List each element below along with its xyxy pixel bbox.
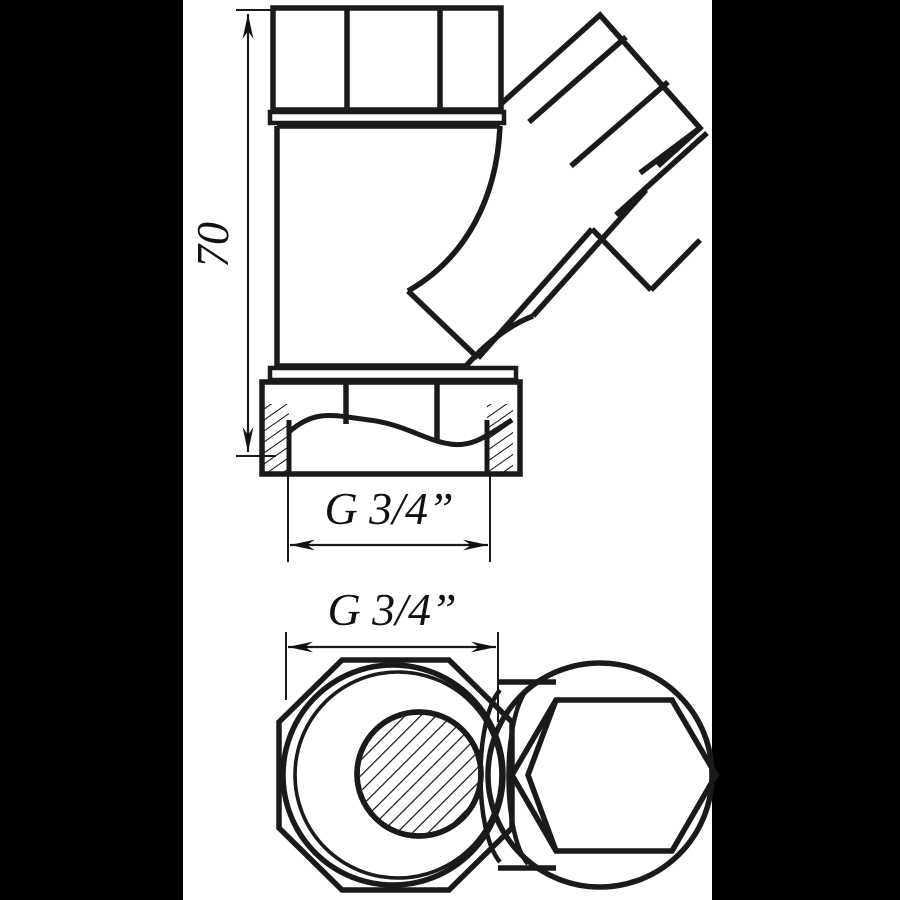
lower-bore-circles: [280, 662, 506, 888]
lower-octagon-nut: [276, 657, 515, 893]
height-dimension-label: 70: [187, 222, 238, 268]
thread-dimension-lower-label: G 3/4”: [327, 584, 456, 635]
lower-barrel-arcs: [478, 679, 556, 871]
upper-angled-branch-nut: [527, 34, 709, 218]
thread-dimension-upper-label: G 3/4”: [324, 483, 453, 534]
upper-branch-fillets: [406, 125, 535, 368]
height-dimension-line: [236, 9, 276, 457]
upper-socket-break-line: [287, 413, 514, 448]
letterbox-bar-left: [0, 0, 183, 900]
upper-bottom-socket: [259, 365, 523, 477]
upper-top-collar: [267, 109, 507, 126]
letterbox-bar-right: [712, 0, 900, 900]
upper-top-nut: [270, 5, 504, 113]
thread-dimension-upper-line: [287, 476, 491, 562]
upper-body-outline: [274, 123, 500, 369]
upper-socket-thread-hatch: [263, 404, 513, 474]
lower-hatched-core: [354, 709, 484, 839]
